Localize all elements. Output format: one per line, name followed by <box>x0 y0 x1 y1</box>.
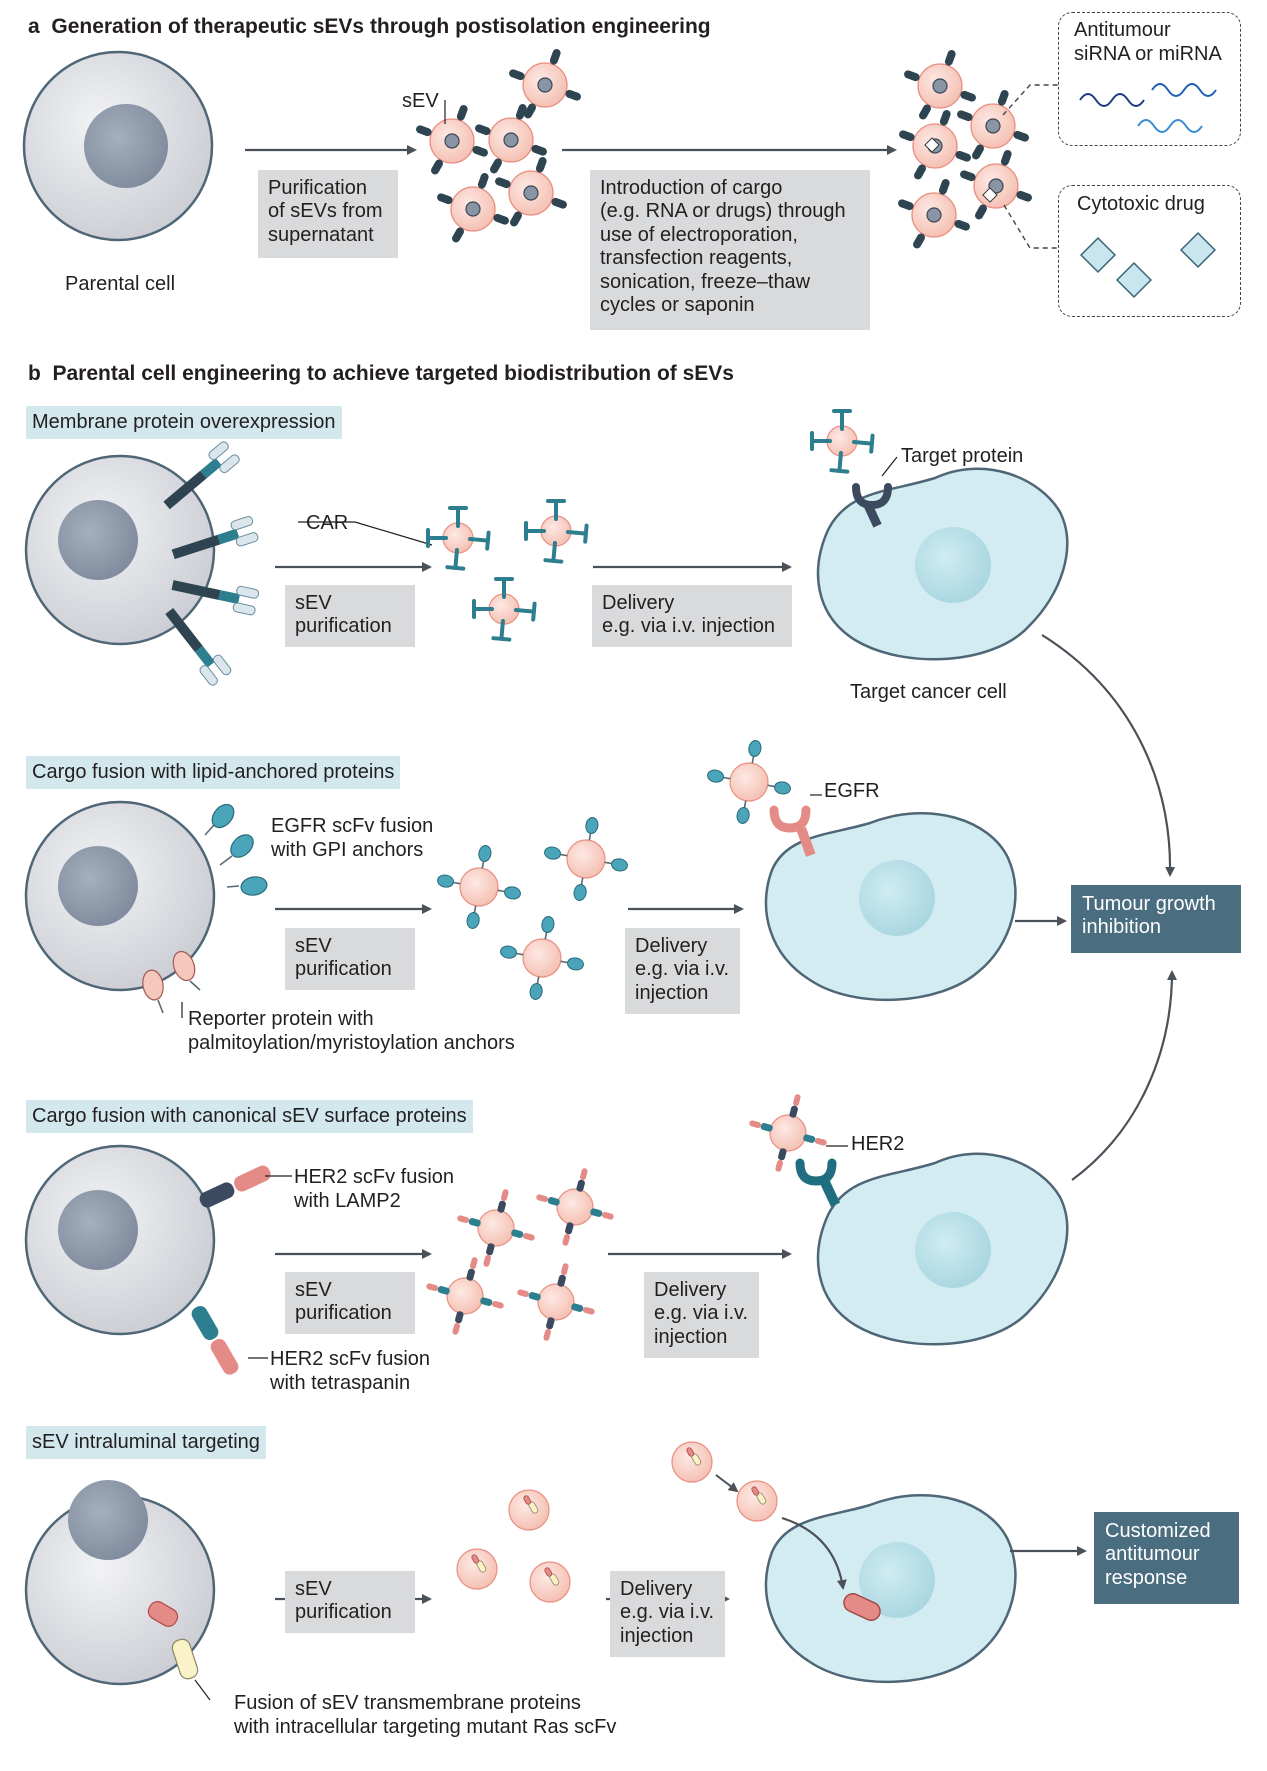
panel-a-letter: a <box>28 15 40 38</box>
her2-tetraspanin-line-1: HER2 scFv fusion <box>270 1348 431 1370</box>
drug-diamonds <box>1079 231 1217 299</box>
row4-delivery-box: Delivery e.g. via i.v. injection <box>610 1571 725 1657</box>
egfr-scfv-line-1: EGFR scFv fusion <box>271 815 434 837</box>
cargo-line-3: use of electroporation, <box>600 223 798 246</box>
panel-b-title-text: Parental cell engineering to achieve tar… <box>52 362 735 385</box>
rna-label-1: Antitumour <box>1074 19 1171 41</box>
target-protein-label: Target protein <box>901 445 1024 467</box>
row4-graphics <box>24 1441 1087 1701</box>
panel-a-title: a Generation of therapeutic sEVs through… <box>28 15 711 40</box>
parental-cell-label: Parental cell <box>65 273 176 295</box>
purification-line-3: supernatant <box>268 223 374 246</box>
customized-response-box: Customized antitumour response <box>1094 1512 1239 1604</box>
panel-b-title: b Parental cell engineering to achieve t… <box>28 362 734 387</box>
panel-b-letter: b <box>28 362 41 385</box>
row1-purification-line-1: sEV <box>295 592 332 614</box>
row4-delivery-line-1: Delivery <box>620 1578 693 1600</box>
ras-fusion-line-2: with intracellular targeting mutant Ras … <box>234 1715 617 1738</box>
row4-header: sEV intraluminal targeting <box>26 1426 266 1459</box>
row3-purification-box: sEV purification <box>285 1272 415 1334</box>
purification-line-1: Purification <box>268 177 367 199</box>
row2-graphics <box>24 634 1177 1181</box>
row4-delivery-line-3: injection <box>620 1624 694 1647</box>
row2-delivery-line-1: Delivery <box>635 935 708 957</box>
sev-label: sEV <box>402 90 439 112</box>
her2-lamp2-line-2: with LAMP2 <box>294 1189 401 1212</box>
row1-purification-box: sEV purification <box>285 585 415 647</box>
row1-graphics <box>24 409 1069 686</box>
row1-header: Membrane protein overexpression <box>26 406 342 439</box>
her2-label: HER2 <box>851 1133 905 1155</box>
egfr-label: EGFR <box>824 780 880 802</box>
tumour-growth-inhibition-box: Tumour growth inhibition <box>1071 885 1241 953</box>
ras-fusion-line-1: Fusion of sEV transmembrane proteins <box>234 1692 581 1714</box>
row4-purification-line-1: sEV <box>295 1578 332 1600</box>
row3-delivery-line-3: injection <box>654 1325 728 1348</box>
loaded-sevs <box>896 48 1034 251</box>
row2-delivery-line-3: injection <box>635 981 709 1004</box>
her2-lamp2-label: HER2 scFv fusion with LAMP2 <box>294 1166 454 1213</box>
parental-cell-a <box>22 50 214 242</box>
row3-graphics <box>24 1092 1069 1375</box>
egfr-scfv-label: EGFR scFv fusion with GPI anchors <box>271 815 433 862</box>
panel-a-title-text: Generation of therapeutic sEVs through p… <box>51 15 711 38</box>
target-cancer-cell-label: Target cancer cell <box>850 681 1007 703</box>
row2-header: Cargo fusion with lipid-anchored protein… <box>26 756 401 789</box>
outcome1-line-1: Tumour growth <box>1082 893 1216 915</box>
row1-purification-line-2: purification <box>295 615 392 638</box>
row3-header: Cargo fusion with canonical sEV surface … <box>26 1100 473 1133</box>
row2-purification-line-2: purification <box>295 958 392 981</box>
car-receptors <box>163 441 260 686</box>
cargo-line-4: transfection reagents, <box>600 247 793 270</box>
panel-a-graphics <box>22 47 1217 299</box>
egfr-scfv-line-2: with GPI anchors <box>271 838 424 861</box>
row2-purification-line-1: sEV <box>295 935 332 957</box>
ras-fusion-label: Fusion of sEV transmembrane proteins wit… <box>234 1692 616 1739</box>
row2-delivery-line-2: e.g. via i.v. <box>635 958 730 981</box>
row1-delivery-line-2: e.g. via i.v. injection <box>602 615 776 638</box>
purification-box-a: Purification of sEVs from supernatant <box>258 170 398 258</box>
outcome2-line-2: antitumour <box>1105 1543 1200 1566</box>
car-label: CAR <box>306 512 349 534</box>
cargo-box: Introduction of cargo (e.g. RNA or drugs… <box>590 170 870 330</box>
drug-label: Cytotoxic drug <box>1077 193 1205 215</box>
row1-delivery-box: Delivery e.g. via i.v. injection <box>592 585 792 647</box>
row4-purification-box: sEV purification <box>285 1571 415 1633</box>
drug-cargo-box: Cytotoxic drug <box>1058 185 1241 317</box>
outcome2-line-3: response <box>1105 1566 1188 1589</box>
her2-tetraspanin-line-2: with tetraspanin <box>270 1371 411 1394</box>
reporter-line-1: Reporter protein with <box>188 1008 374 1030</box>
cargo-line-2: (e.g. RNA or drugs) through <box>600 200 846 223</box>
row3-delivery-line-2: e.g. via i.v. <box>654 1302 749 1325</box>
row4-delivery-line-2: e.g. via i.v. <box>620 1601 715 1624</box>
her2-lamp2-line-1: HER2 scFv fusion <box>294 1166 455 1188</box>
outcome2-line-1: Customized <box>1105 1520 1211 1542</box>
row2-delivery-box: Delivery e.g. via i.v. injection <box>625 928 740 1014</box>
cargo-line-6: cycles or saponin <box>600 293 755 316</box>
row3-purification-line-1: sEV <box>295 1279 332 1301</box>
row3-delivery-line-1: Delivery <box>654 1279 727 1301</box>
row3-purification-line-2: purification <box>295 1302 392 1325</box>
rna-cargo-box: Antitumour siRNA or miRNA <box>1058 12 1241 146</box>
row3-delivery-box: Delivery e.g. via i.v. injection <box>644 1272 759 1358</box>
her2-tetraspanin-label: HER2 scFv fusion with tetraspanin <box>270 1348 430 1395</box>
reporter-protein-label: Reporter protein with palmitoylation/myr… <box>188 1008 515 1055</box>
rna-label-2: siRNA or miRNA <box>1074 43 1222 65</box>
row1-delivery-line-1: Delivery <box>602 592 675 614</box>
cargo-line-1: Introduction of cargo <box>600 177 783 199</box>
row4-purification-line-2: purification <box>295 1601 392 1624</box>
cargo-line-5: sonication, freeze–thaw <box>600 270 811 293</box>
purification-line-2: of sEVs from <box>268 200 383 223</box>
row2-purification-box: sEV purification <box>285 928 415 990</box>
reporter-line-2: palmitoylation/myristoylation anchors <box>188 1031 515 1054</box>
outcome1-line-2: inhibition <box>1082 916 1161 939</box>
rna-strands <box>1079 83 1217 133</box>
